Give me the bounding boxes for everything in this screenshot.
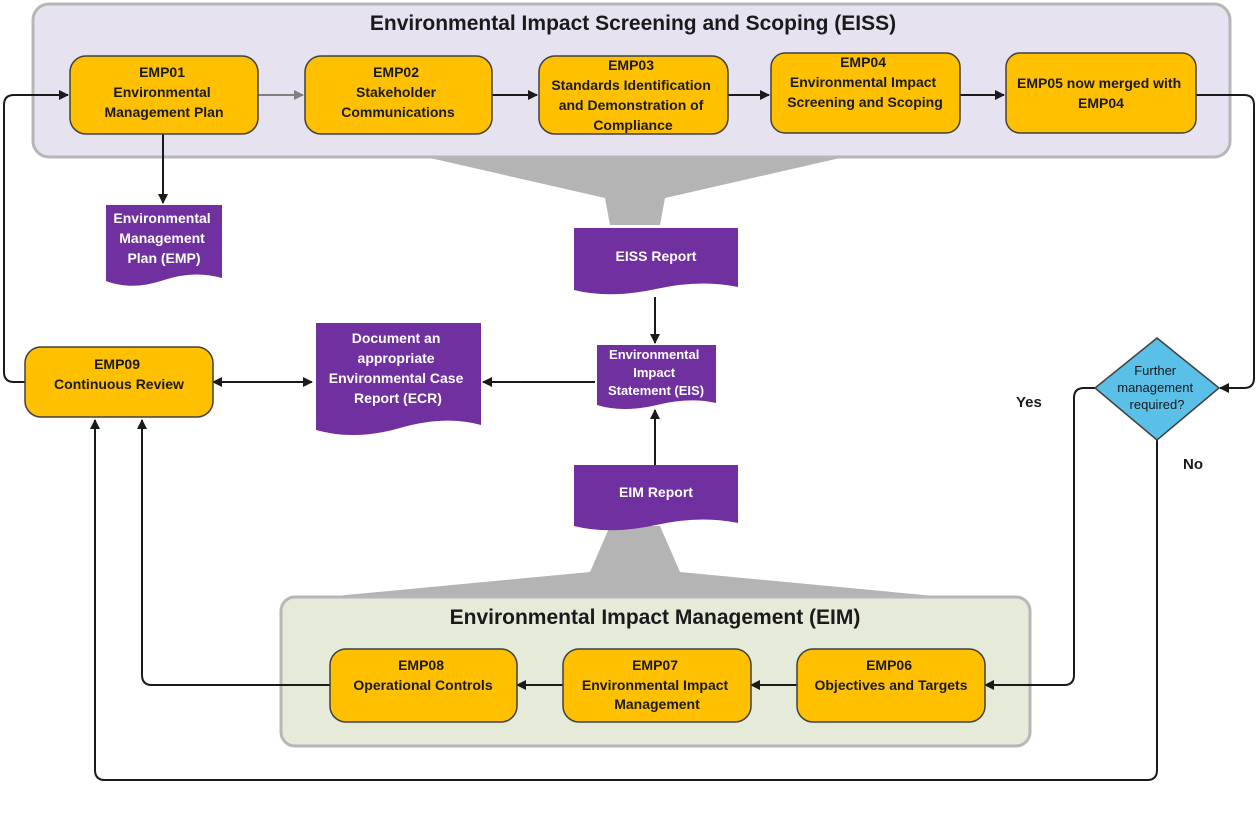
emp-plan-document[interactable]: Environmental Management Plan (EMP) bbox=[106, 205, 222, 286]
emp09-box[interactable]: EMP09 Continuous Review bbox=[24, 346, 214, 418]
svg-text:EMP04 Environmental Impa: EMP04 Environmental Impact Screening and… bbox=[787, 54, 943, 110]
svg-text:EMP07 Environmental Impa: EMP07 Environmental Impact Management bbox=[582, 657, 732, 712]
eim-funnel bbox=[325, 526, 945, 597]
emp03-line-3: Compliance bbox=[593, 117, 673, 133]
emp05-box[interactable]: EMP05 now merged with EMP04 bbox=[1005, 52, 1197, 134]
svg-text:EMP08 Operational Contro: EMP08 Operational Controls bbox=[353, 657, 492, 693]
arrow-decision-emp06 bbox=[984, 387, 1095, 690]
emp07-code: EMP07 bbox=[632, 657, 678, 673]
eiss-report-document[interactable]: EISS Report bbox=[574, 228, 738, 295]
ecr-line-2: appropriate bbox=[358, 350, 435, 366]
ecr-line-4: Report (ECR) bbox=[354, 390, 442, 406]
svg-text:Environmental Management: Environmental Management Plan (EMP) bbox=[113, 210, 214, 266]
emp03-line-1: Standards Identification bbox=[551, 77, 710, 93]
arrow-emp09-emp01 bbox=[3, 90, 69, 383]
eim-group-title: Environmental Impact Management (EIM) bbox=[450, 606, 861, 629]
ecr-line-3: Environmental Case bbox=[329, 370, 464, 386]
emp09-code: EMP09 bbox=[94, 356, 140, 372]
emp08-line-1: Operational Controls bbox=[353, 677, 492, 693]
emp02-code: EMP02 bbox=[373, 64, 419, 80]
arrow-emp08-emp09 bbox=[137, 419, 330, 686]
eim-report-document[interactable]: EIM Report bbox=[574, 465, 738, 531]
svg-text:Further management: Further management required? bbox=[1117, 363, 1197, 412]
emp-plan-line-3: Plan (EMP) bbox=[127, 250, 200, 266]
arrow-decision-emp09 bbox=[90, 419, 1158, 781]
svg-text:EMP09 Continuous Review: EMP09 Continuous Review bbox=[54, 356, 184, 392]
arrow-emp05-decision bbox=[1196, 94, 1255, 393]
emp06-line-1: Objectives and Targets bbox=[814, 677, 967, 693]
emp04-line-2: Screening and Scoping bbox=[787, 94, 943, 110]
emp03-box[interactable]: EMP03 Standards Identification and Demon… bbox=[538, 55, 729, 135]
emp02-line-1: Stakeholder bbox=[356, 84, 437, 100]
emp08-code: EMP08 bbox=[398, 657, 444, 673]
emp04-code: EMP04 bbox=[840, 54, 886, 70]
eiss-report-label: EISS Report bbox=[616, 248, 697, 264]
svg-text:Environmental Impact: Environmental Impact Statement (EIS) bbox=[608, 347, 704, 398]
ecr-line-1: Document an bbox=[352, 330, 441, 346]
emp06-code: EMP06 bbox=[866, 657, 912, 673]
emp05-line-1: EMP05 now merged with bbox=[1017, 75, 1181, 91]
emp01-line-2: Management Plan bbox=[104, 104, 223, 120]
emp08-box[interactable]: EMP08 Operational Controls bbox=[329, 648, 518, 723]
emp01-box[interactable]: EMP01 Environmental Management Plan bbox=[69, 55, 259, 135]
emp01-code: EMP01 bbox=[139, 64, 185, 80]
yes-label: Yes bbox=[1016, 394, 1042, 411]
emp-plan-line-2: Management bbox=[119, 230, 205, 246]
decision-diamond[interactable]: Further management required? bbox=[1093, 337, 1221, 441]
eis-line-3: Statement (EIS) bbox=[608, 383, 704, 398]
eis-document[interactable]: Environmental Impact Statement (EIS) bbox=[597, 345, 716, 409]
decision-line-3: required? bbox=[1130, 397, 1185, 412]
emp-plan-line-1: Environmental bbox=[113, 210, 210, 226]
emp02-line-2: Communications bbox=[341, 104, 455, 120]
decision-line-1: Further bbox=[1134, 363, 1177, 378]
no-label: No bbox=[1183, 456, 1203, 473]
svg-text:EMP01 Environmental: EMP01 Environmental Management Plan bbox=[104, 64, 223, 120]
emp07-line-2: Management bbox=[614, 696, 700, 712]
emp04-box[interactable]: EMP04 Environmental Impact Screening and… bbox=[770, 52, 961, 134]
ecr-document[interactable]: Document an appropriate Environmental Ca… bbox=[316, 323, 481, 436]
eiss-group-title: Environmental Impact Screening and Scopi… bbox=[370, 12, 896, 35]
emp07-box[interactable]: EMP07 Environmental Impact Management bbox=[562, 648, 752, 723]
emp09-line-1: Continuous Review bbox=[54, 376, 184, 392]
connectors bbox=[3, 90, 1255, 781]
svg-text:Document an appropriate: Document an appropriate Environmental Ca… bbox=[329, 330, 468, 406]
svg-text:EMP02 Stakeholder: EMP02 Stakeholder Communications bbox=[341, 64, 455, 120]
svg-text:EMP03 Standards Identifi: EMP03 Standards Identification and Demon… bbox=[551, 57, 714, 133]
emp05-line-2: EMP04 bbox=[1078, 95, 1124, 111]
eim-report-label: EIM Report bbox=[619, 484, 693, 500]
emp07-line-1: Environmental Impact bbox=[582, 677, 729, 693]
emp03-code: EMP03 bbox=[608, 57, 654, 73]
eis-line-1: Environmental bbox=[609, 347, 699, 362]
emp04-line-1: Environmental Impact bbox=[790, 74, 937, 90]
emp06-box[interactable]: EMP06 Objectives and Targets bbox=[796, 648, 986, 723]
eiss-funnel bbox=[430, 158, 840, 225]
emp01-line-1: Environmental bbox=[113, 84, 210, 100]
emp02-box[interactable]: EMP02 Stakeholder Communications bbox=[304, 55, 493, 135]
eis-line-2: Impact bbox=[633, 365, 676, 380]
svg-text:EMP06 Objectives and Tar: EMP06 Objectives and Targets bbox=[814, 657, 967, 693]
svg-text:EMP05 now merged with EM: EMP05 now merged with EMP04 bbox=[1017, 75, 1185, 111]
decision-line-2: management bbox=[1117, 380, 1193, 395]
emp03-line-2: and Demonstration of bbox=[559, 97, 704, 113]
